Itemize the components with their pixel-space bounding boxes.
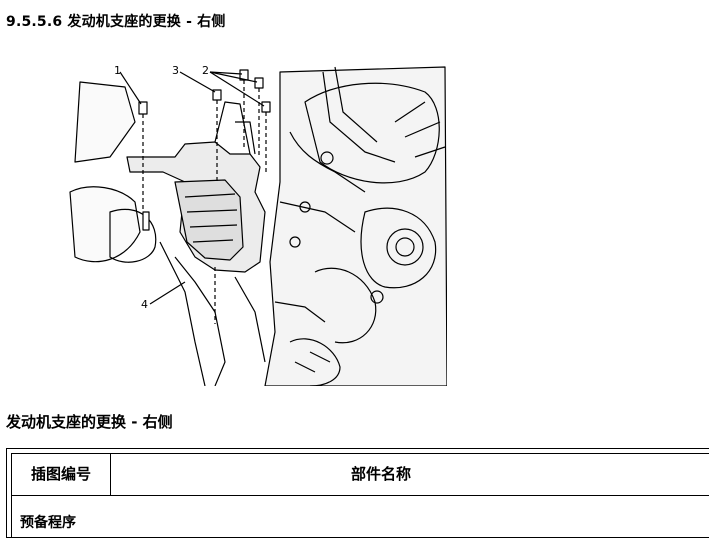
col-header-part-name: 部件名称 bbox=[350, 465, 411, 483]
engine-block-outline bbox=[264, 66, 447, 386]
callout-3: 3 bbox=[172, 64, 179, 77]
section-heading: 9.5.5.6 发动机支座的更换 - 右侧 bbox=[6, 14, 226, 30]
col-header-illustration-number: 插图编号 bbox=[12, 454, 111, 495]
parts-table-inner: 插图编号 部件名称 预备程序 bbox=[11, 453, 709, 537]
callout-1: 1 bbox=[114, 64, 121, 77]
callout-4: 4 bbox=[141, 298, 148, 311]
callout-2: 2 bbox=[202, 64, 209, 77]
procedure-title: 发动机支座的更换 - 右侧 bbox=[6, 413, 173, 431]
engine-mount-illustration: 1 3 2 4 bbox=[65, 62, 447, 386]
engine-mount-drawing: 1 3 2 4 bbox=[69, 64, 447, 386]
parts-table-header-row: 插图编号 部件名称 bbox=[12, 454, 709, 496]
preliminary-procedure-label: 预备程序 bbox=[20, 515, 76, 531]
